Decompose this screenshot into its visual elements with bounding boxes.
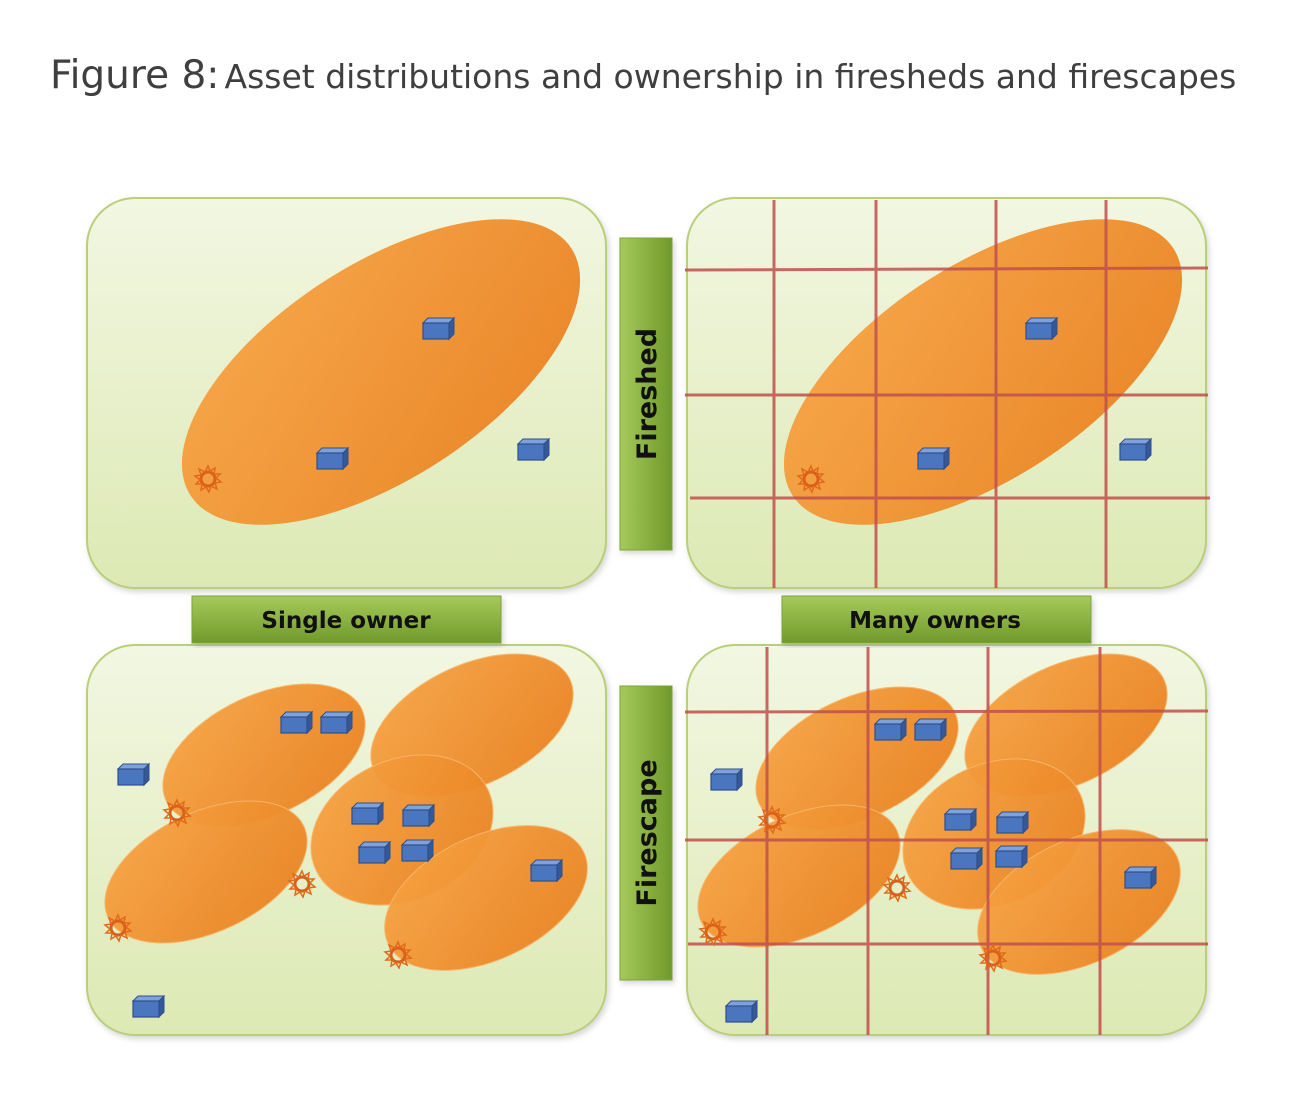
label-bar-firescape: Firescape bbox=[619, 685, 673, 981]
asset-icon bbox=[320, 711, 353, 734]
many-owners-label: Many owners bbox=[849, 608, 1021, 634]
label-bar-single-owner: Single owner bbox=[191, 595, 502, 644]
single-owner-label: Single owner bbox=[261, 608, 431, 634]
panel-firescape-single-owner bbox=[86, 644, 607, 1036]
asset-icon bbox=[401, 839, 434, 862]
asset-icon bbox=[914, 718, 947, 741]
asset-icon bbox=[725, 1000, 758, 1023]
firescape-ellipse bbox=[162, 683, 366, 827]
ownership-grid bbox=[684, 647, 1209, 1035]
firescape-ellipse bbox=[977, 829, 1181, 975]
asset-icon bbox=[422, 317, 455, 340]
figure-title: Figure 8: Asset distributions and owners… bbox=[50, 52, 1250, 107]
panel-fireshed-single-owner bbox=[86, 197, 607, 589]
asset-icon bbox=[996, 811, 1029, 834]
asset-icon bbox=[917, 447, 950, 470]
panel-firescape-many-owners bbox=[684, 644, 1209, 1036]
asset-icon bbox=[402, 804, 435, 827]
figure-caption: Asset distributions and ownership in fir… bbox=[224, 57, 1237, 96]
figure-label: Figure 8: bbox=[50, 53, 220, 98]
asset-icon bbox=[1119, 438, 1152, 461]
asset-icon bbox=[117, 763, 150, 786]
asset-icon bbox=[351, 802, 384, 825]
asset-icon bbox=[1124, 866, 1157, 889]
asset-icon bbox=[316, 447, 349, 470]
fireshed-ellipse bbox=[783, 219, 1183, 525]
asset-icon bbox=[530, 859, 563, 882]
asset-icon bbox=[950, 847, 983, 870]
label-bar-many-owners: Many owners bbox=[781, 595, 1092, 644]
asset-icon bbox=[710, 768, 743, 791]
asset-icon bbox=[874, 718, 907, 741]
panel-fireshed-many-owners bbox=[684, 197, 1210, 589]
fireshed-label: Fireshed bbox=[632, 328, 663, 460]
asset-icon bbox=[995, 845, 1028, 868]
asset-icon bbox=[132, 995, 165, 1018]
asset-icon bbox=[358, 841, 391, 864]
ownership-grid bbox=[684, 200, 1210, 588]
asset-icon bbox=[280, 711, 313, 734]
asset-icon bbox=[517, 438, 550, 461]
asset-icon bbox=[944, 808, 977, 831]
firescape-label: Firescape bbox=[632, 759, 663, 906]
fireshed-ellipse bbox=[181, 219, 581, 525]
label-bar-fireshed: Fireshed bbox=[619, 237, 673, 551]
asset-icon bbox=[1025, 317, 1058, 340]
